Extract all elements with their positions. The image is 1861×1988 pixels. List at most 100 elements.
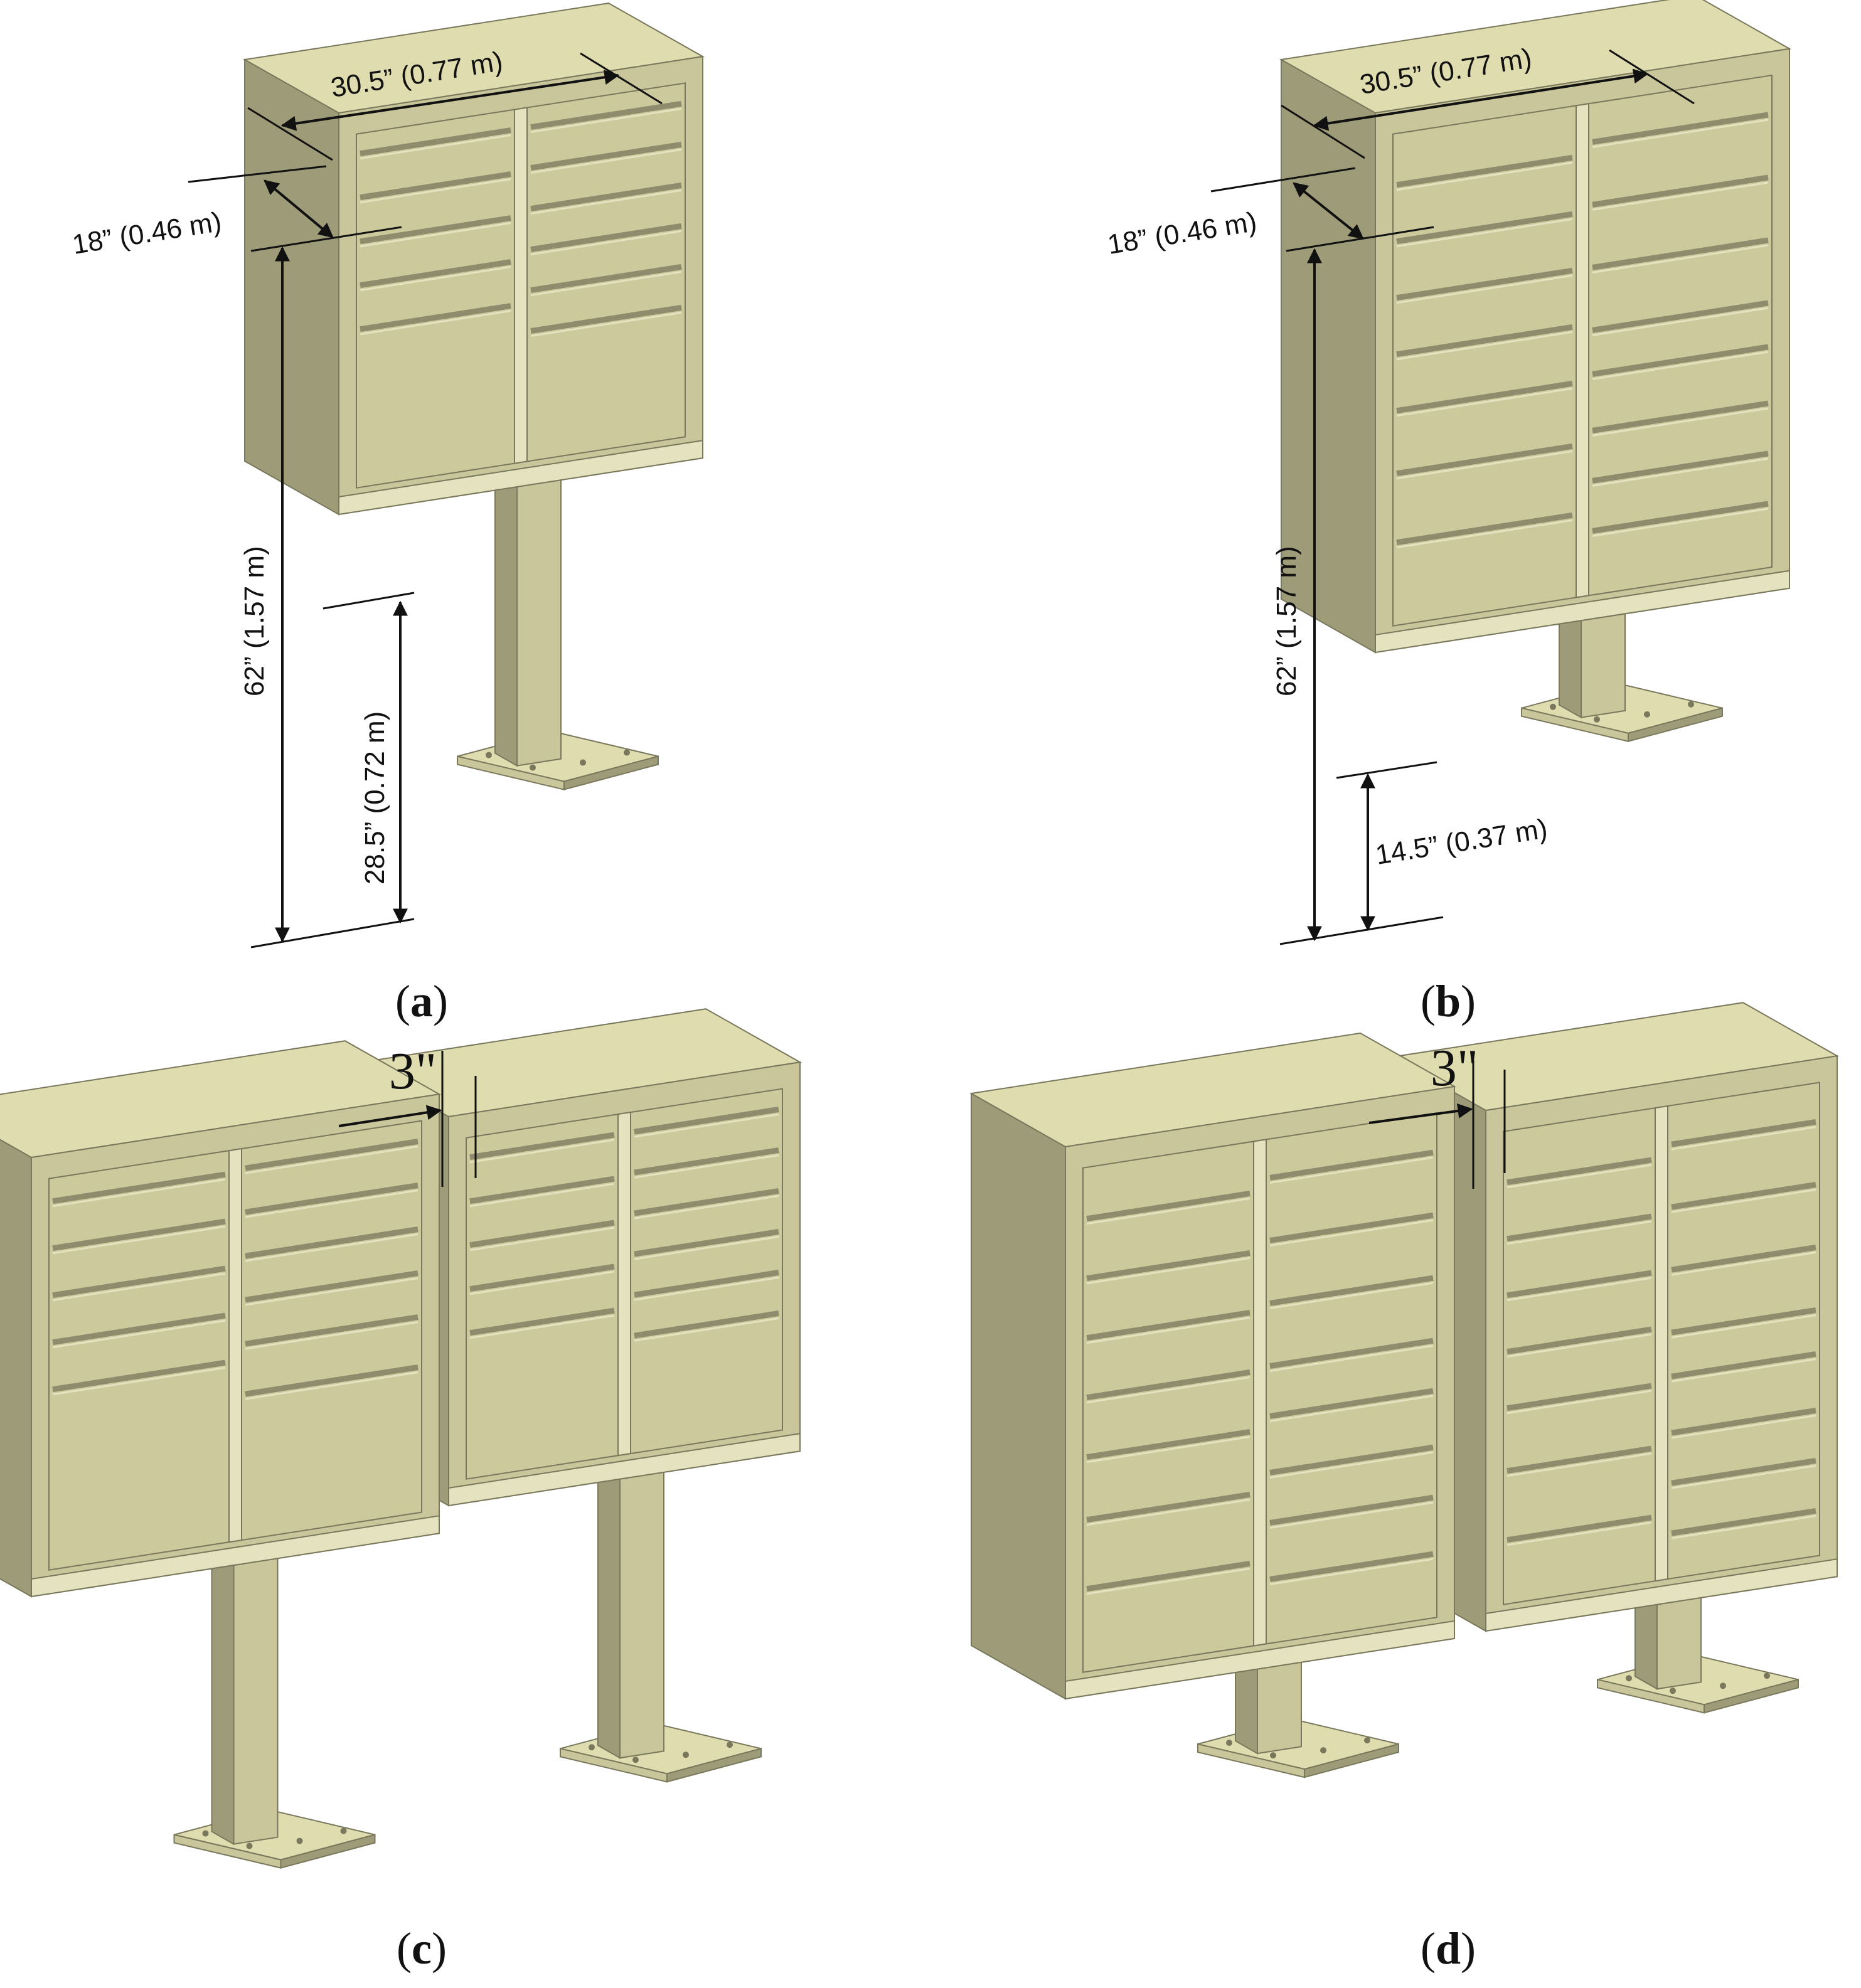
bolt-hole xyxy=(530,764,536,771)
compartment-edge xyxy=(1671,1414,1816,1439)
clearance-dimension-b: 14.5” (0.37 m) xyxy=(1373,813,1550,871)
compartment-slot xyxy=(1086,1250,1250,1282)
compartment-slot xyxy=(1671,1245,1816,1273)
depth-dimension-line-b xyxy=(1293,182,1364,240)
bolt-hole xyxy=(1364,1737,1370,1744)
bolt-hole xyxy=(1720,1682,1726,1689)
compartment-slot xyxy=(634,1270,779,1298)
compartment-edge xyxy=(1592,351,1769,380)
compartment-edge xyxy=(52,1319,226,1349)
compartment-edge xyxy=(245,1233,419,1262)
cabinet-side xyxy=(0,1139,32,1598)
compartment-slot xyxy=(1592,300,1769,333)
bolt-hole xyxy=(1594,716,1600,723)
center-divider xyxy=(617,1111,631,1457)
compartment-slot xyxy=(1592,174,1769,208)
compartment-slot xyxy=(360,259,511,289)
compartment-edge xyxy=(1671,1251,1816,1276)
panel-label-a: (a) xyxy=(395,976,448,1026)
bolt-hole xyxy=(1626,1675,1632,1682)
compartment-edge xyxy=(360,134,511,160)
panel-label-c: (c) xyxy=(397,1923,447,1974)
compartment-slot xyxy=(1506,1326,1652,1355)
compartment-slot xyxy=(469,1307,615,1336)
compartment-edge xyxy=(360,266,511,292)
compartment-slot xyxy=(1671,1307,1816,1336)
compartment-edge xyxy=(1086,1316,1250,1344)
bottom-rail xyxy=(1485,1558,1838,1632)
bolt-hole xyxy=(727,1741,733,1748)
compartment-edge xyxy=(1396,450,1573,480)
compartment-edge xyxy=(1506,1452,1652,1477)
panel-d: 3" (d) xyxy=(969,1002,1839,1974)
unit-c-left xyxy=(0,1040,441,1869)
compartment-slot xyxy=(530,263,682,294)
compartment-slot xyxy=(1592,450,1769,484)
compartment-slot xyxy=(1086,1369,1250,1401)
compartment-slot xyxy=(469,1132,615,1161)
compartment-slot xyxy=(1396,380,1573,414)
pedestal-post-front xyxy=(516,476,562,767)
compartment-slot xyxy=(634,1188,779,1216)
bottom-rail xyxy=(448,1433,801,1507)
compartment-edge xyxy=(1396,387,1573,417)
compartment-slot xyxy=(469,1263,615,1292)
compartment-edge xyxy=(1506,1277,1652,1302)
center-divider xyxy=(1253,1139,1267,1647)
compartment-slot xyxy=(245,1226,419,1259)
compartment-slot xyxy=(634,1229,779,1257)
pedestal-base-side xyxy=(1704,1678,1799,1714)
compartment-slot xyxy=(1506,1514,1652,1543)
bolt-hole xyxy=(1226,1740,1232,1746)
bolt-hole xyxy=(1670,1688,1676,1694)
compartment-edge xyxy=(360,178,511,204)
compartment-edge xyxy=(1671,1314,1816,1339)
compartment-edge xyxy=(530,311,682,338)
bolt-hole xyxy=(1644,711,1650,718)
compartment-edge xyxy=(530,189,682,215)
compartment-slot xyxy=(1396,512,1573,546)
compartment-slot xyxy=(1086,1560,1250,1592)
unit-d-left xyxy=(969,1032,1456,1778)
pedestal-base-side xyxy=(563,755,659,790)
pedestal-base-side xyxy=(280,1834,376,1869)
compartment-slot xyxy=(634,1147,779,1176)
compartment-edge xyxy=(1506,1521,1652,1546)
panel-label-b: (b) xyxy=(1421,976,1476,1026)
pedestal-base-side xyxy=(1304,1743,1399,1778)
compartment-slot xyxy=(1086,1309,1250,1341)
cabinet-side xyxy=(244,58,339,516)
compartment-slot xyxy=(530,304,682,334)
compartment-slot xyxy=(245,1183,419,1215)
compartment-edge xyxy=(1506,1333,1652,1358)
compartment-slot xyxy=(1396,324,1573,358)
compartment-edge xyxy=(1396,161,1573,191)
center-divider xyxy=(228,1147,242,1543)
panel-c: 3" (c) xyxy=(0,1008,802,1974)
compartment-slot xyxy=(1592,237,1769,270)
compartment-slot xyxy=(245,1270,419,1303)
compartment-slot xyxy=(1671,1182,1816,1210)
gap-dimension-c: 3" xyxy=(338,1042,477,1187)
compartment-edge xyxy=(469,1183,615,1208)
panel-b: 30.5” (0.77 m) 18” (0.46 m) 62” (1.57 m)… xyxy=(1106,0,1791,1026)
compartment-slot xyxy=(469,1176,615,1204)
compartment-slot xyxy=(1269,1551,1434,1582)
gap-dimension-d: 3" xyxy=(1368,1039,1506,1189)
compartment-edge xyxy=(52,1178,226,1208)
compartment-edge xyxy=(1396,519,1573,549)
bolt-hole xyxy=(202,1830,209,1837)
bolt-hole xyxy=(1320,1747,1326,1754)
compartment-slot xyxy=(1671,1119,1816,1147)
bolt-hole xyxy=(632,1757,639,1763)
compartment-slot xyxy=(360,303,511,332)
compartment-slot xyxy=(1269,1149,1434,1181)
pedestal-post-side xyxy=(494,469,518,767)
pedestal-post-side xyxy=(211,1548,235,1846)
compartment-slot xyxy=(530,223,682,253)
compartment-slot xyxy=(1086,1428,1250,1460)
compartment-slot xyxy=(1396,154,1573,188)
compartment-slot xyxy=(1269,1337,1434,1369)
compartment-edge xyxy=(1269,1451,1434,1479)
compartment-edge xyxy=(634,1235,779,1260)
